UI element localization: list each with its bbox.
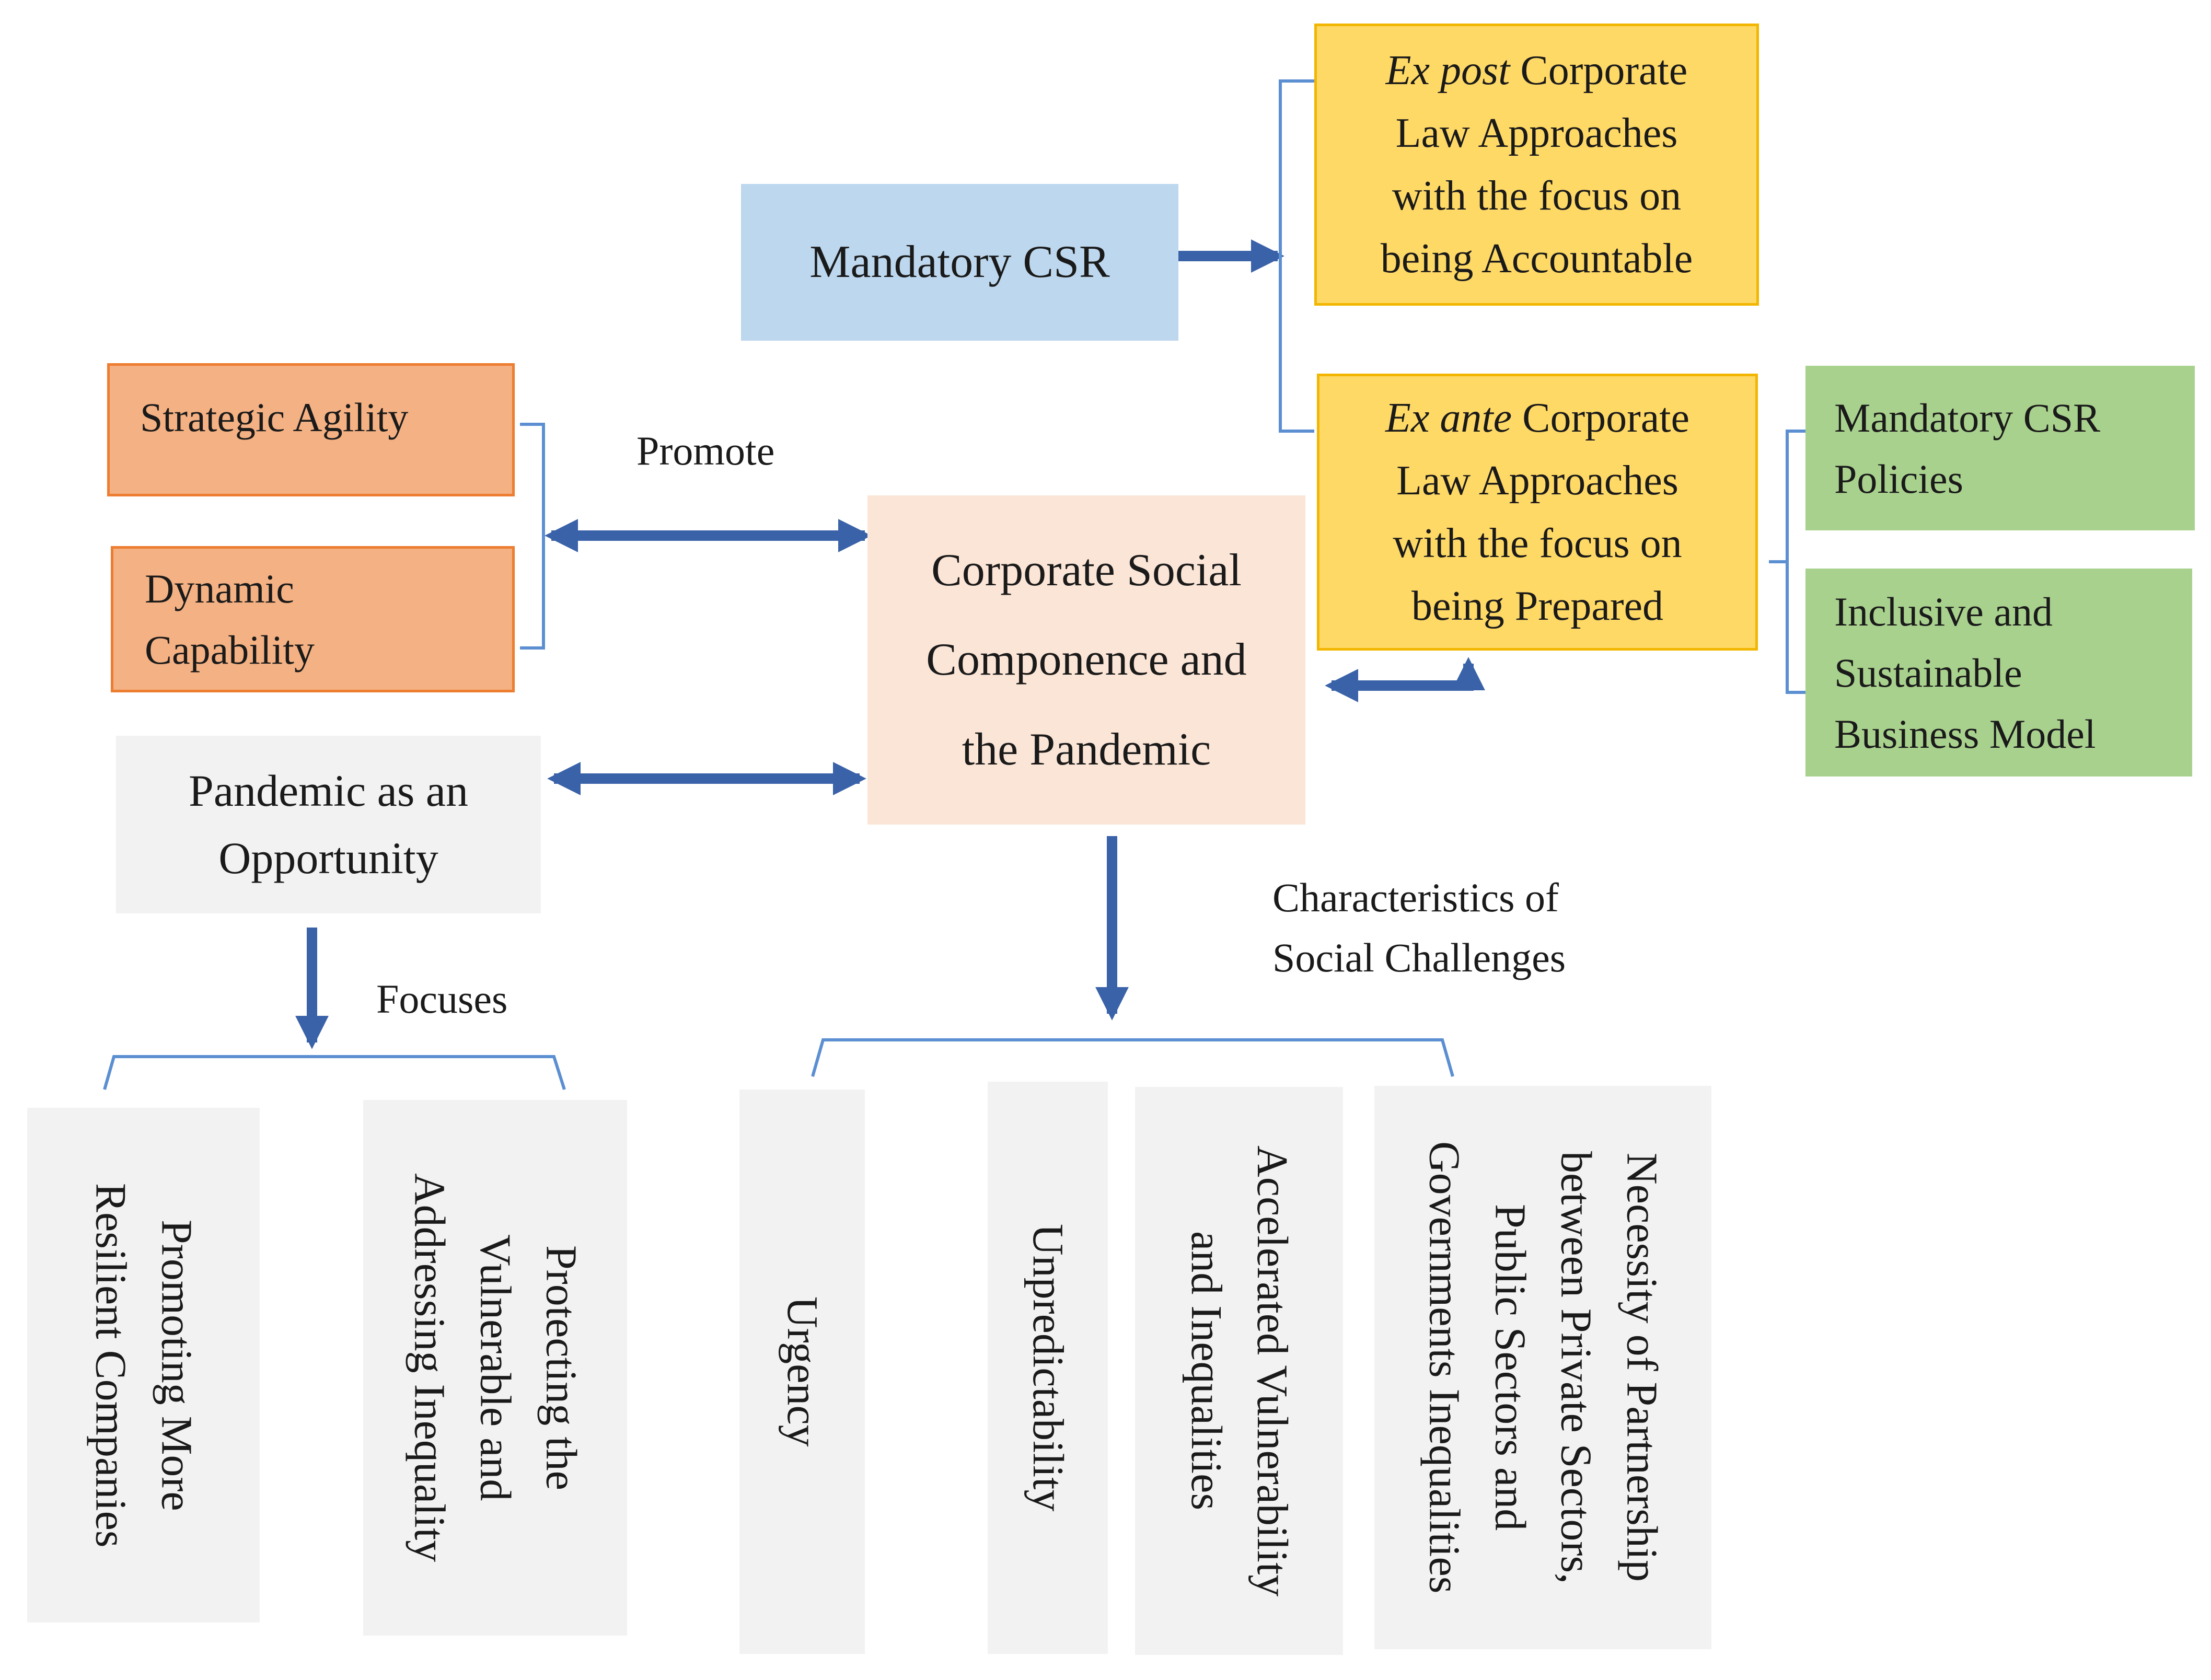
ex-post-box: Ex post Corporate Law Approaches with th… xyxy=(1314,24,1759,306)
mandatory-csr-policies-box: Mandatory CSR Policies xyxy=(1805,366,2195,530)
strategic-agility-label: Strategic Agility xyxy=(140,395,409,440)
pandemic-opportunity-box: Pandemic as an Opportunity xyxy=(116,736,541,913)
focus-item-resilient: Promoting More Resilient Companies xyxy=(27,1108,260,1623)
bracket-focuses xyxy=(103,1055,566,1090)
challenge-item-urgency: Urgency xyxy=(739,1090,865,1654)
strategic-agility-box: Strategic Agility xyxy=(107,363,515,496)
inclusive-model-box: Inclusive and Sustainable Business Model xyxy=(1805,569,2192,777)
ex-post-italic: Ex post xyxy=(1385,48,1510,94)
bracket-capabilities xyxy=(520,423,545,650)
mandatory-csr-box: Mandatory CSR xyxy=(741,184,1178,341)
dynamic-capability-box: Dynamic Capability xyxy=(111,546,515,692)
challenge-item-unpredictability: Unpredictability xyxy=(988,1082,1108,1654)
bracket-ex-ante-outcomes xyxy=(1769,430,1805,694)
inclusive-model-label: Inclusive and Sustainable Business Model xyxy=(1834,588,2096,757)
promote-label: Promote xyxy=(636,428,775,473)
ex-post-label: Ex post Corporate Law Approaches with th… xyxy=(1381,39,1693,290)
challenge-item-label: Necessity of Partnership between Private… xyxy=(1420,1141,1666,1594)
ex-ante-label: Ex ante Corporate Law Approaches with th… xyxy=(1385,387,1689,638)
arrow-central-to-ex-ante xyxy=(1325,657,1486,703)
focus-item-label: Protecting the Vulnerable and Addressing… xyxy=(405,1173,586,1562)
challenge-item-partnership: Necessity of Partnership between Private… xyxy=(1374,1086,1711,1649)
mandatory-csr-label: Mandatory CSR xyxy=(809,237,1110,287)
challenge-item-vulnerability: Accelerated Vulnerability and Inequaliti… xyxy=(1135,1087,1343,1655)
challenge-item-label: Unpredictability xyxy=(1024,1224,1072,1512)
focus-item-vulnerable: Protecting the Vulnerable and Addressing… xyxy=(363,1100,627,1636)
challenge-item-label: Accelerated Vulnerability and Inequaliti… xyxy=(1182,1145,1296,1597)
bracket-approaches xyxy=(1279,79,1314,433)
pandemic-opportunity-label: Pandemic as an Opportunity xyxy=(189,766,468,883)
bracket-characteristics xyxy=(811,1038,1454,1077)
mandatory-csr-policies-label: Mandatory CSR Policies xyxy=(1834,395,2101,502)
focus-item-label: Promoting More Resilient Companies xyxy=(86,1183,201,1548)
central-label: Corporate Social Componence and the Pand… xyxy=(926,544,1247,775)
ex-post-rest: Corporate Law Approaches with the focus … xyxy=(1380,48,1693,282)
challenge-item-label: Urgency xyxy=(778,1296,827,1447)
dynamic-capability-label: Dynamic Capability xyxy=(145,566,315,673)
characteristics-label: Characteristics of Social Challenges xyxy=(1272,875,1566,981)
central-box: Corporate Social Componence and the Pand… xyxy=(867,495,1305,825)
ex-ante-box: Ex ante Corporate Law Approaches with th… xyxy=(1317,374,1758,651)
ex-ante-rest: Corporate Law Approaches with the focus … xyxy=(1393,395,1689,629)
focuses-label: Focuses xyxy=(376,976,508,1022)
ex-ante-italic: Ex ante xyxy=(1385,395,1512,441)
